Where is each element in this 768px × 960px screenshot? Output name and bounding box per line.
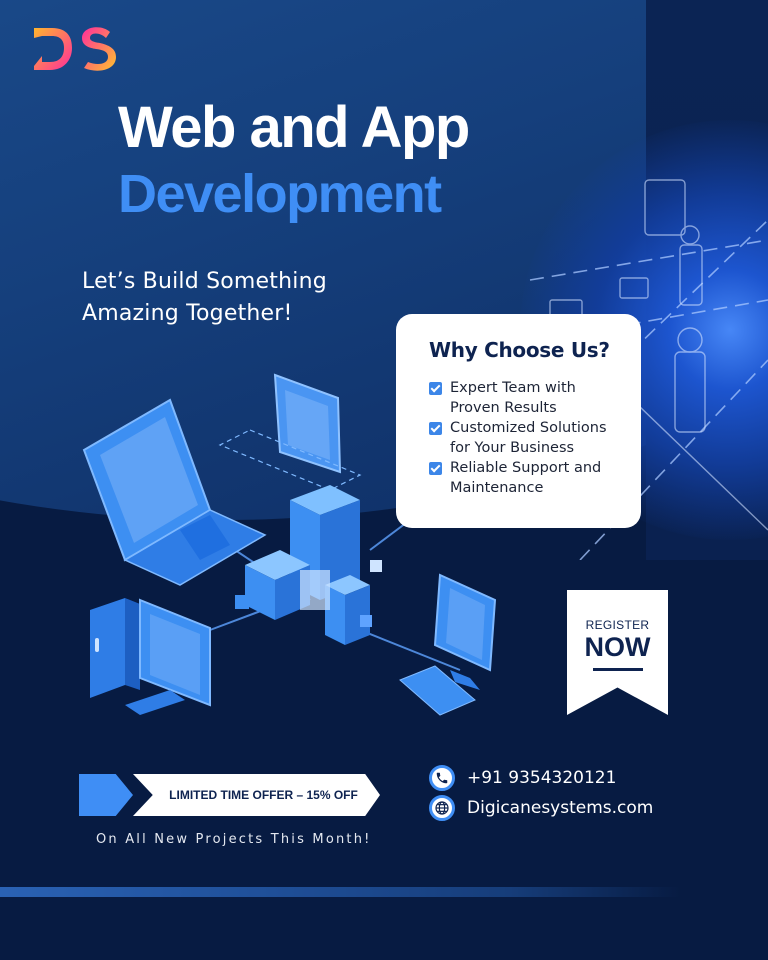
why-choose-us-card: Why Choose Us? Expert Team with Proven R…: [396, 314, 641, 528]
register-now-button[interactable]: REGISTER NOW: [567, 590, 668, 715]
checkbox-checked-icon: [429, 462, 442, 475]
why-item: Customized Solutions for Your Business: [429, 418, 623, 458]
why-item-line-1: Reliable Support and: [450, 460, 602, 476]
why-item-line-2: Maintenance: [450, 480, 544, 496]
ribbon-underline: [593, 668, 643, 671]
offer-banner: [133, 774, 380, 816]
offer-label: LIMITED TIME OFFER – 15% OFF: [169, 788, 358, 802]
website-link: Digicanesystems.com: [467, 798, 654, 818]
offer-subtext: On All New Projects This Month!: [96, 832, 372, 847]
ds-logo: [34, 27, 116, 71]
why-item-line-2: Proven Results: [450, 400, 557, 416]
why-item-line-2: for Your Business: [450, 440, 575, 456]
why-item: Expert Team with Proven Results: [429, 378, 623, 418]
bottom-accent-bar: [0, 887, 680, 897]
register-label: REGISTER: [585, 618, 650, 632]
network-devices-illustration: [82, 373, 497, 716]
tagline-line-2: Amazing Together!: [82, 301, 293, 326]
tagline-line-1: Let’s Build Something: [82, 269, 327, 294]
checkbox-checked-icon: [429, 382, 442, 395]
contact-phone[interactable]: +91 9354320121: [429, 765, 616, 791]
checkbox-checked-icon: [429, 422, 442, 435]
now-label: NOW: [584, 632, 651, 662]
why-item: Reliable Support and Maintenance: [429, 458, 623, 498]
phone-icon: [429, 765, 455, 791]
headline-line-1: Web and App: [118, 95, 470, 160]
why-item-line-1: Expert Team with: [450, 380, 576, 396]
why-item-line-1: Customized Solutions: [450, 420, 607, 436]
phone-number: +91 9354320121: [467, 768, 617, 788]
tagline: Let’s Build Something Amazing Together!: [82, 266, 327, 330]
headline-line-2: Development: [118, 164, 442, 224]
contact-website[interactable]: Digicanesystems.com: [429, 795, 653, 821]
offer-arrow-accent: [79, 774, 133, 816]
why-choose-us-title: Why Choose Us?: [429, 338, 610, 362]
globe-icon: [429, 795, 455, 821]
